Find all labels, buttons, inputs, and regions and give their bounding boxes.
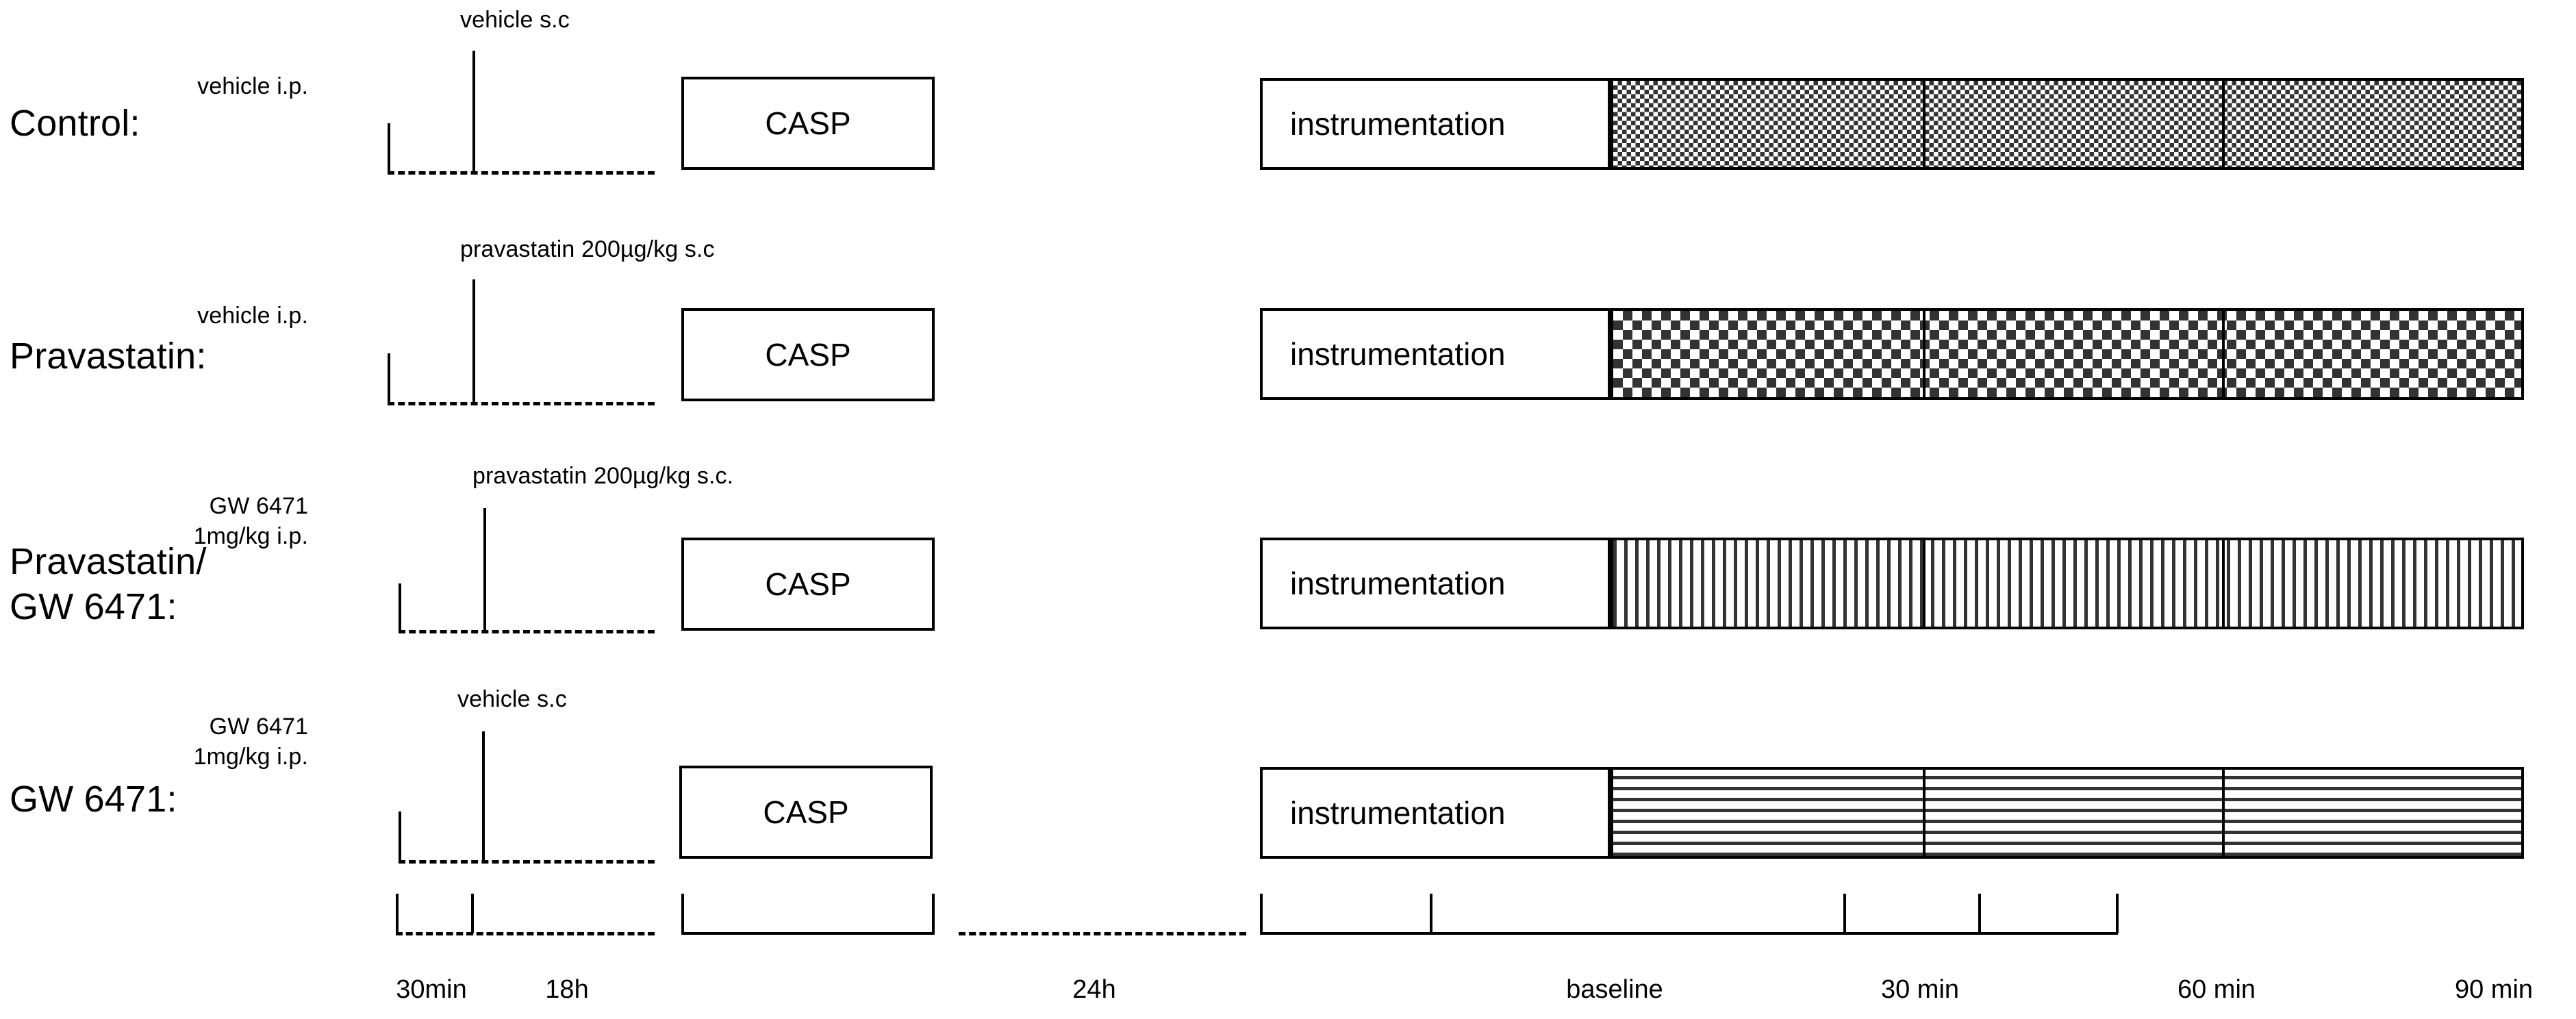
instrumentation-box-label-pravastatin-gw6471: instrumentation (1290, 566, 1506, 601)
instrumentation-box-label-gw6471: instrumentation (1290, 795, 1506, 831)
axis-tick-60 (1978, 894, 1981, 933)
axis-label-24h: 24h (1072, 975, 1116, 1004)
axis-label-60: 60 min (2177, 975, 2256, 1004)
annotation-ip-control: vehicle i.p. (197, 73, 308, 99)
pretreatment-dashline-pravastatin-gw6471 (399, 630, 655, 633)
observation-divider-60min-pravastatin-gw6471 (2222, 540, 2225, 627)
axis-label-90: 90 min (2454, 975, 2534, 1004)
injection-marker-ip-gw6471 (399, 812, 401, 861)
instrumentation-box-label-pravastatin: instrumentation (1290, 336, 1506, 372)
annotation-sc-gw6471: vehicle s.c (457, 686, 567, 712)
observation-divider-30min-control (1923, 81, 1925, 167)
injection-marker-ip-pravastatin-gw6471 (399, 583, 401, 631)
observation-divider-60min-pravastatin (2222, 311, 2225, 397)
axis-tick-18h (471, 894, 474, 933)
casp-box-label-pravastatin-gw6471: CASP (765, 566, 851, 602)
axis-tick-baseline (1430, 894, 1432, 933)
observation-divider-30min-gw6471 (1923, 770, 1925, 856)
observation-bar-pravastatin-gw6471 (1611, 538, 2524, 629)
observation-bar-pravastatin (1611, 308, 2524, 400)
instrumentation-box-pravastatin: instrumentation (1260, 308, 1611, 400)
injection-marker-ip-control (388, 123, 390, 173)
injection-marker-sc-control (472, 51, 475, 173)
pretreatment-dashline-gw6471 (399, 860, 655, 864)
axis-dashline-early (396, 932, 655, 935)
pretreatment-dashline-control (388, 171, 655, 175)
injection-marker-sc-gw6471 (482, 731, 485, 861)
pretreatment-dashline-pravastatin (388, 402, 655, 405)
group-label-control: Control: (10, 103, 140, 144)
observation-divider-30min-pravastatin-gw6471 (1923, 540, 1925, 627)
casp-box-control: CASP (681, 77, 935, 170)
casp-box-label-control: CASP (765, 105, 851, 141)
axis-label-30min: 30min (396, 975, 467, 1004)
group-label-pravastatin-gw6471: Pravastatin/ GW 6471: (10, 541, 207, 627)
axis-tick-instrumentation-start (1260, 894, 1263, 933)
axis-tick-casp-start (681, 894, 684, 933)
axis-tick-30 (1843, 894, 1846, 933)
axis-tick-casp-end (932, 894, 935, 933)
axis-label-18h: 18h (545, 975, 589, 1004)
annotation-sc-pravastatin: pravastatin 200µg/kg s.c (460, 236, 715, 262)
group-label-gw6471: GW 6471: (10, 779, 177, 820)
observation-bar-gw6471 (1611, 767, 2524, 859)
observation-divider-60min-gw6471 (2222, 770, 2225, 856)
casp-box-gw6471: CASP (679, 766, 933, 859)
axis-dashline-24h (959, 932, 1246, 935)
axis-tick-90 (2116, 894, 2119, 933)
annotation-sc-pravastatin-gw6471: pravastatin 200µg/kg s.c. (472, 463, 734, 489)
casp-box-pravastatin: CASP (681, 308, 935, 401)
annotation-ip-gw6471: GW 6471 1mg/kg i.p. (193, 714, 308, 770)
casp-box-label-gw6471: CASP (763, 794, 849, 830)
injection-marker-ip-pravastatin (388, 353, 390, 403)
casp-box-pravastatin-gw6471: CASP (681, 538, 935, 631)
instrumentation-box-control: instrumentation (1260, 78, 1611, 170)
axis-line-casp (681, 932, 935, 935)
axis-line-late (1260, 932, 2118, 935)
annotation-ip-pravastatin: vehicle i.p. (197, 303, 308, 329)
group-label-pravastatin: Pravastatin: (10, 336, 207, 377)
instrumentation-box-label-control: instrumentation (1290, 106, 1506, 142)
observation-bar-control (1611, 78, 2524, 170)
instrumentation-box-gw6471: instrumentation (1260, 767, 1611, 859)
injection-marker-sc-pravastatin (472, 279, 475, 403)
axis-label-30: 30 min (1880, 975, 1960, 1004)
instrumentation-box-pravastatin-gw6471: instrumentation (1260, 538, 1611, 629)
injection-marker-sc-pravastatin-gw6471 (483, 508, 486, 631)
annotation-sc-control: vehicle s.c (460, 7, 570, 33)
observation-divider-30min-pravastatin (1923, 311, 1925, 397)
observation-divider-60min-control (2222, 81, 2225, 167)
annotation-ip-pravastatin-gw6471: GW 6471 1mg/kg i.p. (193, 493, 308, 549)
axis-label-baseline: baseline (1566, 975, 1663, 1004)
casp-box-label-pravastatin: CASP (765, 337, 851, 373)
axis-tick-30min (396, 894, 399, 933)
